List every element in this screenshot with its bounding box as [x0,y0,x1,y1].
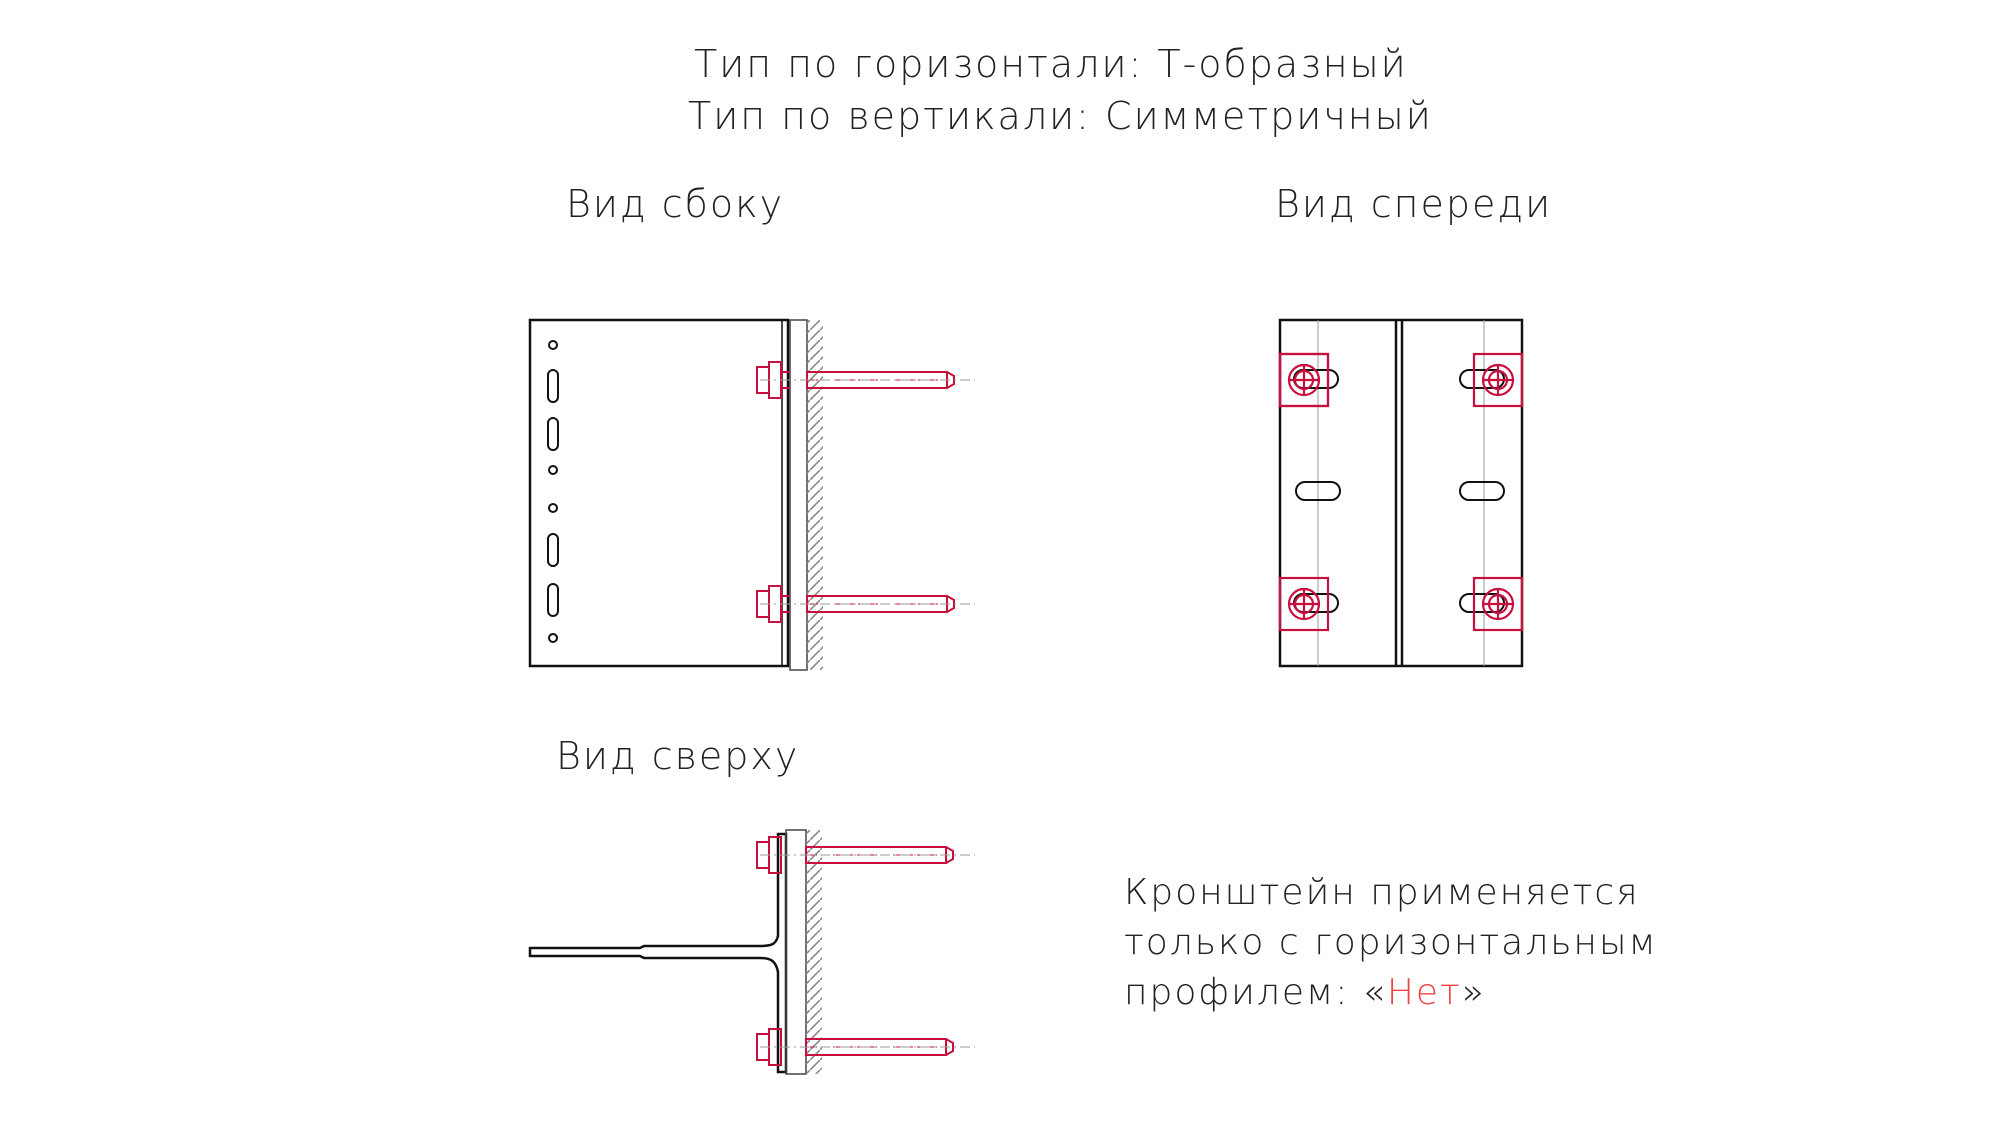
side-mounting-flange [781,319,789,667]
front-anchor-top-left [1278,352,1330,408]
side-wall-section [789,319,808,671]
note-prefix: профилем: « [1124,972,1387,1013]
note-line-1: Кронштейн применяется [1124,872,1640,913]
top-view [528,829,975,1075]
side-hole [548,340,558,350]
note-value: Нет [1386,972,1462,1013]
header-type-horizontal: Тип по горизонтали: Т-образный [694,42,1408,86]
front-view [1278,318,1524,668]
note-suffix: » [1461,972,1486,1013]
side-hole [548,633,558,643]
side-hole [548,465,558,475]
side-slot [547,369,559,403]
front-anchors [1278,352,1524,632]
front-slot [1295,481,1341,501]
front-anchor-top-right [1472,352,1524,408]
side-view [528,318,975,671]
header-type-vertical: Тип по вертикали: Симметричный [688,94,1433,138]
top-wall-plate [785,829,807,1075]
side-slot [547,583,559,617]
note-line-3: профилем: «Нет» [1124,972,1486,1013]
side-bracket-plate [528,318,790,668]
side-hole [548,503,558,513]
side-slot [547,417,559,451]
label-side-view: Вид сбоку [566,182,785,226]
top-wall-hatching [806,830,822,1074]
side-wall-hatching [807,320,823,670]
side-slot [547,533,559,567]
note-line-2: только с горизонтальным [1124,922,1658,963]
side-holes [547,340,559,643]
top-bracket-profile [528,832,788,1074]
label-top-view: Вид сверху [556,734,800,778]
front-slot [1459,481,1505,501]
front-anchor-bottom-left [1278,576,1330,632]
front-anchor-bottom-right [1472,576,1524,632]
label-front-view: Вид спереди [1275,182,1553,226]
